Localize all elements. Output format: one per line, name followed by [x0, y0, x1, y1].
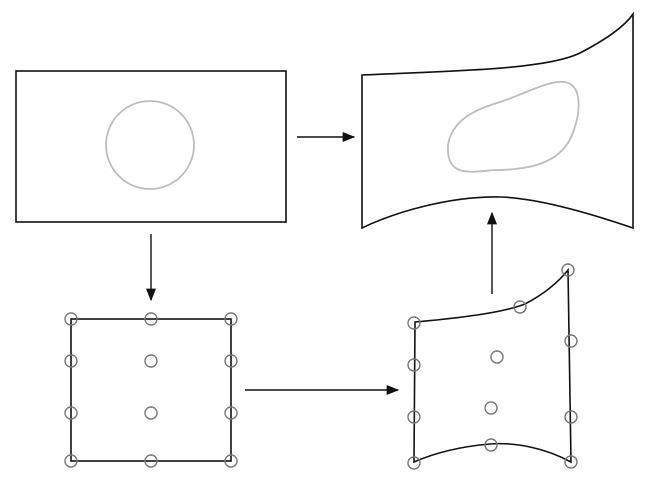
source-image-panel	[15, 70, 287, 223]
control-point	[564, 410, 578, 424]
deformed-grid-panel	[407, 263, 578, 470]
warped-image-panel	[361, 11, 634, 230]
control-point	[144, 312, 158, 326]
control-point	[564, 334, 578, 348]
control-point	[513, 300, 527, 314]
control-point	[407, 316, 421, 330]
control-point	[564, 455, 578, 469]
warped-image-frame	[361, 11, 634, 230]
control-point	[407, 358, 421, 372]
control-point	[224, 454, 238, 468]
control-point	[224, 406, 238, 420]
control-point	[407, 410, 421, 424]
control-point	[224, 312, 238, 326]
arrows	[145, 131, 498, 396]
control-point	[64, 312, 78, 326]
control-point	[484, 401, 498, 415]
control-point	[144, 454, 158, 468]
control-point	[484, 438, 498, 452]
control-point	[407, 456, 421, 470]
control-point	[144, 354, 158, 368]
source-circle	[105, 100, 195, 190]
control-point	[64, 406, 78, 420]
warped-blob	[447, 80, 580, 173]
deformed-grid-points	[407, 263, 578, 470]
source-image-frame	[15, 70, 287, 223]
control-point	[144, 406, 158, 420]
control-point	[64, 454, 78, 468]
control-point	[64, 354, 78, 368]
control-grid-frame	[70, 318, 232, 462]
control-grid-panel	[64, 312, 238, 468]
control-grid-points	[64, 312, 238, 468]
control-point	[490, 350, 504, 364]
control-point	[224, 354, 238, 368]
control-point	[561, 263, 575, 277]
deformed-grid-frame	[413, 267, 572, 464]
